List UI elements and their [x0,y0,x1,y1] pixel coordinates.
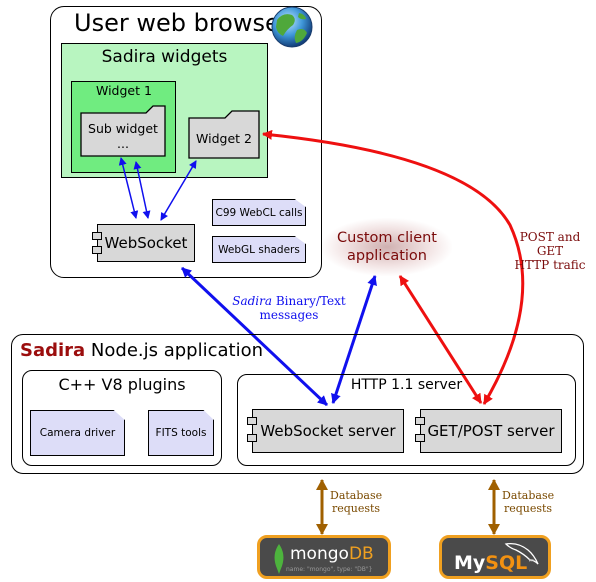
getpost-pin-top [415,417,425,425]
websocket-pin-bottom [92,246,102,254]
getpost-server-component: GET/POST server [420,409,562,453]
db-requests-right-line1: Database [502,489,555,502]
mongodb-prefix: mongo [290,544,349,564]
post-get-line2: HTTP trafic [514,258,586,272]
db-requests-left-line1: Database [330,489,383,502]
sadira-widgets-title: Sadira widgets [101,47,228,67]
webcl-note: C99 WebCL calls [212,199,306,226]
sub-widget-dots: ... [117,136,129,151]
webgl-note: WebGL shaders [212,236,306,263]
mysql-wordmark: MySQL™ [454,551,535,575]
widget-1-label: Widget 1 [96,83,152,98]
mongodb-logo: mongoDB name: "mongo", type: "DB"} [257,535,391,579]
custom-client-line2: application [347,248,427,264]
binary-text-line2: messages [259,308,319,322]
ws-server-pin-top [247,417,257,425]
db-requests-label-left: Database requests [330,489,382,515]
getpost-pin-bottom [415,434,425,442]
websocket-server-label: WebSocket server [260,422,396,440]
camera-driver-note: Camera driver [30,410,125,456]
post-get-label: POST and GET HTTP trafic [505,230,595,272]
widget-2-folder [188,110,260,159]
binary-text-rest: Binary/Text [272,294,346,308]
http-server-title: HTTP 1.1 server [350,377,463,393]
mysql-tm: ™ [527,558,536,567]
websocket-label: WebSocket [104,234,188,252]
websocket-server-component: WebSocket server [252,409,404,453]
custom-client-line1: Custom client [337,230,437,246]
post-get-line1: POST and GET [519,230,581,258]
mysql-dolphin-icon [504,542,539,565]
getpost-server-label: GET/POST server [427,422,555,440]
arrow-widget2-websocket [160,160,197,221]
websocket-pin-top [92,232,102,240]
db-requests-left-line2: requests [331,502,381,515]
arrow-subwidget-websocket-2 [133,161,151,219]
browser-title: User web browser [74,9,290,37]
mongodb-suffix: DB [348,544,374,564]
websocket-component: WebSocket [97,224,195,262]
nodejs-brand: Sadira [20,340,86,361]
ws-server-pin-bottom [247,434,257,442]
db-requests-right-line2: requests [503,502,553,515]
plugins-title: C++ V8 plugins [58,374,186,394]
fits-tools-note: FITS tools [148,410,214,456]
nodejs-app-title: Sadira Node.js application [20,339,263,363]
binary-text-label: Sadira Binary/Text messages [224,294,354,322]
arrow-widget2-getpost [262,129,525,405]
sub-widget-folder [80,105,166,157]
mysql-prefix: My [454,552,486,574]
arrow-subwidget-websocket-1 [118,157,139,219]
sub-widget-text: Sub widget [88,121,158,136]
nodejs-title-rest: Node.js application [85,340,264,361]
mongodb-leaf-icon [274,544,284,574]
mysql-suffix: SQL [485,552,528,574]
mongodb-caption: name: "mongo", type: "DB"} [286,566,373,573]
mongodb-wordmark: mongoDB [290,542,374,566]
custom-client-app: Custom client application [322,218,452,276]
widget-2-label: Widget 2 [196,130,252,146]
mysql-logo: MySQL™ [439,535,551,579]
http-server-box [237,374,576,466]
plugins-box [22,370,222,466]
sub-widget-label: Sub widget ... [81,118,165,154]
db-requests-label-right: Database requests [502,489,554,515]
nodejs-app-box [11,334,584,474]
binary-text-em: Sadira [232,294,273,308]
